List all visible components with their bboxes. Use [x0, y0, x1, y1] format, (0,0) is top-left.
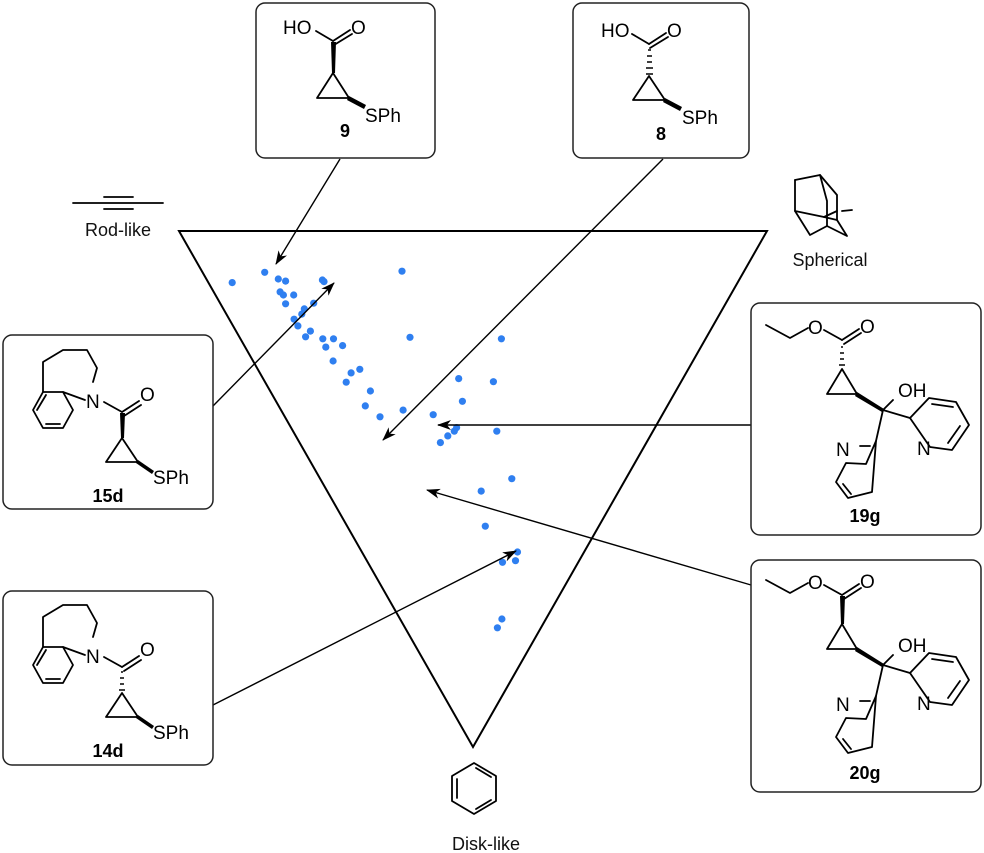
data-point — [511, 557, 520, 565]
atom-label-o: O — [808, 573, 823, 594]
data-point — [453, 424, 461, 432]
compound-box-19g — [750, 302, 982, 536]
data-point — [508, 475, 516, 483]
data-point — [477, 487, 485, 495]
data-point — [455, 375, 463, 383]
atom-label-o: O — [351, 18, 366, 39]
vertex-spherical: Spherical — [792, 174, 868, 270]
compound-label-14d: 14d — [92, 741, 123, 761]
data-point — [481, 522, 489, 530]
data-point — [282, 277, 290, 285]
compound-label-20g: 20g — [849, 763, 880, 783]
compound-card-14d: N O SPh 14d — [2, 590, 214, 766]
annotation-arrow-20g — [426, 488, 752, 586]
data-point — [497, 335, 505, 343]
data-point — [306, 327, 314, 335]
data-point — [290, 291, 298, 299]
data-points — [228, 267, 522, 632]
vertex-disk-like: Disk-like — [451, 762, 520, 853]
vertex-label-spherical: Spherical — [792, 250, 867, 270]
compound-box-15d — [2, 334, 214, 510]
atom-label-n: N — [917, 694, 931, 715]
data-point — [319, 335, 327, 343]
data-point — [356, 365, 364, 373]
atom-label-n: N — [86, 647, 100, 668]
data-point — [282, 300, 290, 308]
data-point — [279, 291, 287, 299]
atom-label-o: O — [140, 385, 155, 406]
data-point — [493, 427, 501, 435]
atom-label-o: O — [667, 21, 682, 42]
compound-card-20g: O O OH N N 20g — [750, 559, 982, 793]
data-point — [274, 275, 282, 283]
atom-label-sph: SPh — [153, 723, 189, 744]
data-point — [261, 268, 269, 276]
compound-label-19g: 19g — [849, 506, 880, 526]
data-point — [489, 378, 497, 386]
atom-label-sph: SPh — [682, 108, 718, 129]
vertex-label-disk-like: Disk-like — [452, 834, 520, 853]
annotation-arrow-15d — [212, 282, 335, 407]
data-point — [228, 279, 236, 287]
data-point — [398, 267, 406, 275]
data-point — [493, 624, 501, 632]
data-point — [294, 322, 302, 330]
alkyne-rod-icon — [72, 196, 164, 210]
compound-card-15d: N O SPh 15d — [2, 334, 214, 510]
compound-box-20g — [750, 559, 982, 793]
compound-label-8: 8 — [656, 124, 666, 144]
atom-label-o: O — [860, 317, 875, 338]
benzene-icon — [451, 762, 497, 815]
data-point — [429, 411, 437, 419]
compound-box-14d — [2, 590, 214, 766]
compound-card-19g: O O OH N N 19g — [750, 302, 982, 536]
atom-label-n: N — [836, 440, 850, 461]
atom-label-o: O — [140, 640, 155, 661]
atom-label-ho: HO — [601, 21, 630, 42]
atom-label-n: N — [836, 695, 850, 716]
data-point — [361, 402, 369, 410]
data-point — [366, 387, 374, 395]
annotation-arrow-14d — [212, 550, 517, 706]
vertex-label-rod-like: Rod-like — [85, 220, 151, 240]
data-point — [376, 413, 384, 421]
data-point — [436, 439, 444, 447]
annotation-arrow-8 — [382, 158, 664, 441]
data-point — [406, 333, 414, 341]
compound-box-9 — [255, 2, 436, 159]
data-point — [444, 432, 452, 440]
atom-label-n: N — [86, 392, 100, 413]
data-point — [347, 369, 355, 377]
atom-label-sph: SPh — [365, 106, 401, 127]
atom-label-n: N — [917, 439, 931, 460]
compound-label-9: 9 — [340, 121, 350, 141]
atom-label-o: O — [808, 318, 823, 339]
compound-card-8: HO O SPh 8 — [572, 2, 750, 159]
data-point — [322, 343, 330, 351]
data-point — [329, 357, 337, 365]
atom-label-oh: OH — [898, 636, 927, 657]
atom-label-sph: SPh — [153, 468, 189, 489]
data-point — [320, 278, 328, 286]
atom-label-ho: HO — [283, 18, 312, 39]
data-point — [298, 310, 306, 318]
compound-box-8 — [572, 2, 750, 159]
data-point — [329, 335, 338, 343]
atom-label-o: O — [860, 572, 875, 593]
vertex-rod-like: Rod-like — [72, 196, 164, 240]
data-point — [399, 406, 407, 414]
data-point — [302, 333, 310, 341]
adamantane-icon — [794, 174, 853, 237]
atom-label-oh: OH — [898, 381, 927, 402]
data-point — [342, 378, 350, 386]
compound-label-15d: 15d — [92, 486, 123, 506]
compound-card-9: HO O SPh 9 — [255, 2, 436, 159]
pmi-triangle — [177, 230, 769, 750]
data-point — [498, 615, 506, 623]
data-point — [339, 342, 347, 350]
annotation-arrow-9 — [275, 158, 341, 265]
data-point — [458, 397, 466, 405]
